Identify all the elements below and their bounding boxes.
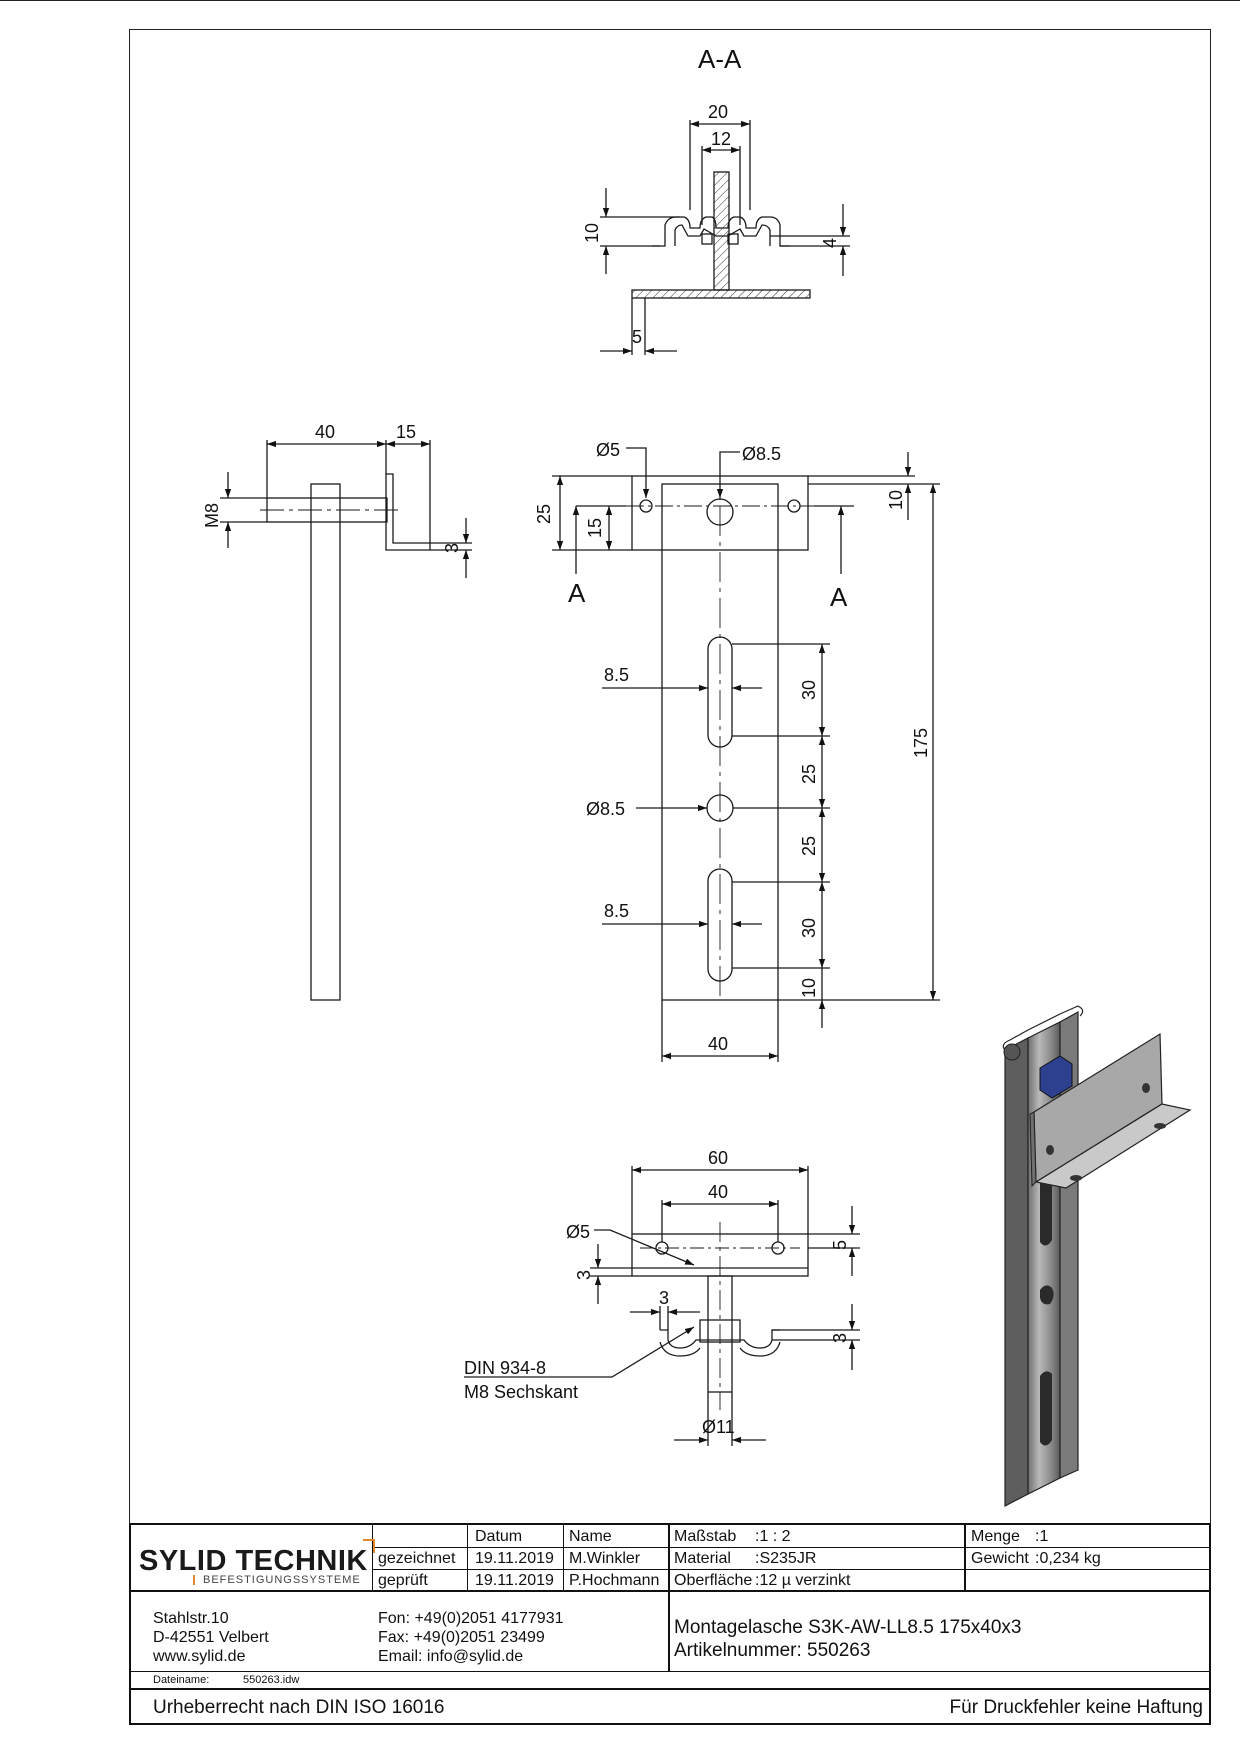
dim-top-d11: Ø11 [702, 1417, 735, 1437]
dim-section-4: 4 [820, 238, 840, 248]
dim-top-60: 60 [708, 1148, 728, 1168]
dim-top-3-left: 3 [574, 1270, 594, 1280]
address-street: Stahlstr.10 [153, 1610, 229, 1627]
drawn-label: gezeichnet [378, 1550, 456, 1567]
dim-side-15: 15 [396, 422, 416, 442]
article-number: Artikelnummer: 550263 [674, 1640, 871, 1661]
address-web: www.sylid.de [153, 1648, 246, 1665]
logo-underline [193, 1575, 195, 1585]
logo-accent-vertical [373, 1539, 375, 1553]
dim-front-slot2: 8.5 [604, 901, 629, 921]
checked-name: P.Hochmann [569, 1572, 660, 1589]
nut-label-2: M8 Sechskant [464, 1382, 578, 1402]
company-logo: SYLID TECHNIK [139, 1545, 368, 1577]
dim-side-3: 3 [442, 543, 462, 553]
dim-front-15: 15 [585, 518, 605, 538]
dim-side-40: 40 [315, 422, 335, 442]
iso-illustration [1002, 1005, 1192, 1507]
contact-phone: Fon: +49(0)2051 4177931 [378, 1610, 564, 1627]
page-top-border [0, 0, 1240, 1]
dim-front-d5: Ø5 [596, 440, 620, 460]
dim-front-175: 175 [911, 728, 931, 758]
material-value: :S235JR [755, 1550, 817, 1567]
dim-top-3-small: 3 [659, 1288, 669, 1308]
dim-front-d85-mid: Ø8.5 [586, 799, 625, 819]
surface-value: :12 µ verzinkt [755, 1572, 851, 1589]
company-logo-subtitle: BEFESTIGUNGSSYSTEME [203, 1574, 361, 1586]
quantity-label: Menge [971, 1528, 1020, 1545]
logo-accent [363, 1539, 375, 1541]
dim-side-m8: M8 [202, 503, 222, 528]
dim-front-25: 25 [534, 504, 554, 524]
filename-label: Dateiname: [153, 1674, 210, 1686]
quantity-value: :1 [1035, 1528, 1049, 1545]
dim-front-slot1: 8.5 [604, 665, 629, 685]
dim-front-25a: 25 [799, 764, 819, 784]
dim-section-5: 5 [632, 327, 642, 347]
dim-front-30a: 30 [799, 680, 819, 700]
contact-email: Email: info@sylid.de [378, 1648, 524, 1665]
material-label: Material [674, 1550, 731, 1567]
weight-value: :0,234 kg [1035, 1550, 1101, 1567]
dim-front-40: 40 [708, 1034, 728, 1054]
dim-front-d85-top: Ø8.5 [742, 444, 781, 464]
dim-front-25b: 25 [799, 836, 819, 856]
title-block: SYLID TECHNIK BEFESTIGUNGSSYSTEME Datum … [129, 1523, 1211, 1725]
dim-front-30b: 30 [799, 918, 819, 938]
checked-date: 19.11.2019 [475, 1572, 554, 1589]
contact-fax: Fax: +49(0)2051 23499 [378, 1629, 545, 1646]
dim-front-10-bot: 10 [799, 978, 819, 998]
dim-front-10-top: 10 [886, 490, 906, 510]
nut-label-1: DIN 934-8 [464, 1358, 546, 1378]
top-view: 60 40 Ø5 5 3 3 [464, 1148, 860, 1446]
col-header-datum: Datum [475, 1528, 523, 1545]
side-view: 40 15 M8 3 [202, 422, 472, 1001]
front-view: A A Ø5 Ø8.5 25 15 10 175 [534, 440, 940, 1062]
dim-section-20: 20 [708, 102, 728, 122]
product-name: Montagelasche S3K-AW-LL8.5 175x40x3 [674, 1617, 1022, 1638]
surface-label: Oberfläche [674, 1572, 753, 1589]
section-mark-left: A [568, 578, 586, 608]
dim-top-40: 40 [708, 1182, 728, 1202]
dim-top-5: 5 [830, 1240, 850, 1250]
checked-label: geprüft [378, 1572, 428, 1589]
weight-label: Gewicht [971, 1550, 1029, 1567]
dim-section-12: 12 [711, 129, 731, 149]
address-city: D-42551 Velbert [153, 1629, 269, 1646]
col-header-name: Name [569, 1528, 612, 1545]
copyright-notice: Urheberrecht nach DIN ISO 16016 [153, 1697, 445, 1718]
drawn-name: M.Winkler [569, 1550, 641, 1567]
disclaimer-notice: Für Druckfehler keine Haftung [949, 1697, 1203, 1718]
dim-top-3-right: 3 [830, 1333, 850, 1343]
dim-section-10: 10 [582, 223, 602, 243]
section-title: A-A [698, 44, 742, 74]
scale-label: Maßstab [674, 1528, 737, 1545]
filename-value: 550263.idw [243, 1674, 300, 1686]
dim-top-d5: Ø5 [566, 1222, 590, 1242]
drawn-date: 19.11.2019 [475, 1550, 554, 1567]
scale-value: :1 : 2 [755, 1528, 791, 1545]
section-view-a-a: A-A 20 12 10 [582, 44, 850, 355]
section-mark-right: A [830, 582, 848, 612]
